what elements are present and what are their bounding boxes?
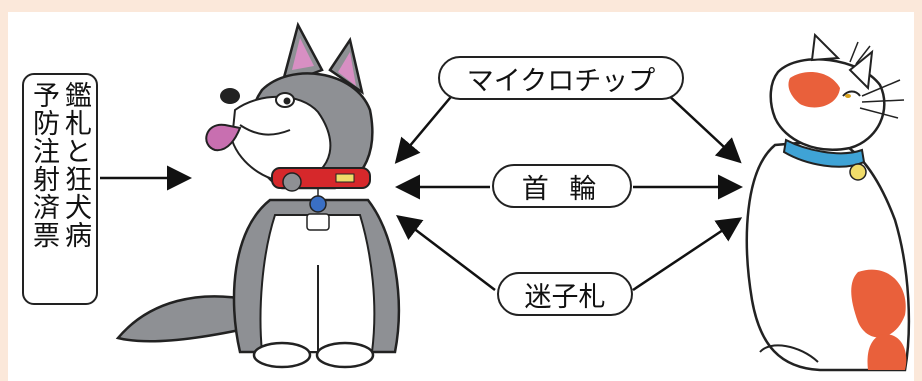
arrow-microchip-to-cat: [664, 91, 742, 164]
arrow-lost-tag-to-cat: [632, 217, 743, 292]
arrow-lost-tag-to-dog: [396, 214, 496, 291]
arrow-microchip-to-dog: [394, 91, 456, 164]
collar-label: 首 輪: [492, 164, 632, 208]
lost-tag-label: 迷子札: [497, 272, 633, 316]
microchip-label: マイクロチップ: [438, 56, 684, 100]
tag-label-column-2: 予防注射済票: [28, 81, 59, 249]
registration-tag-label: 鑑札と狂犬病 予防注射済票: [22, 73, 98, 305]
tag-label-column-1: 鑑札と狂犬病: [60, 81, 91, 249]
